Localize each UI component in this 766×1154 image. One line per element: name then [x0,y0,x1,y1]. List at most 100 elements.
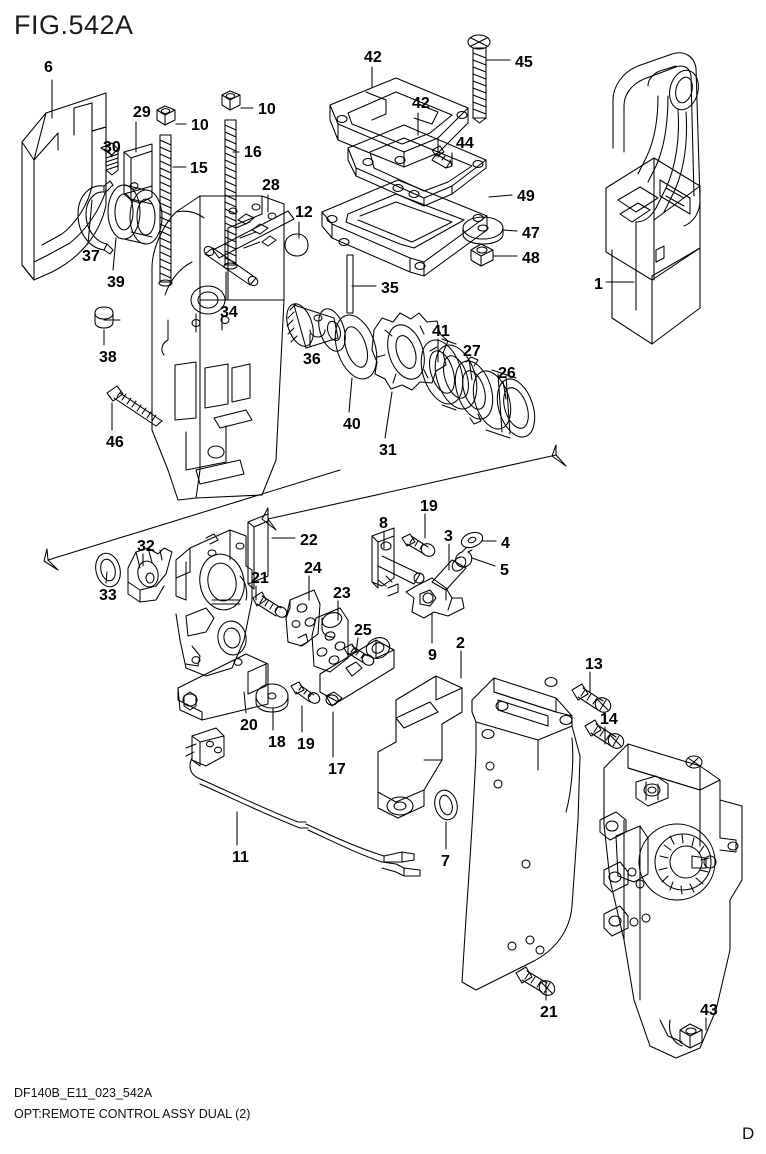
part-19-screw-upper [401,533,436,557]
part-45-screw [467,34,491,124]
part-callout-49[interactable]: 49 [517,188,535,205]
group-continuation-arrows [43,444,567,571]
part-callout-40[interactable]: 40 [343,416,361,433]
part-callout-45[interactable]: 45 [515,54,533,71]
part-1-control-handle [605,52,701,345]
part-5-clip [455,547,473,568]
part-callout-10[interactable]: 10 [191,117,209,134]
part-callout-30[interactable]: 30 [103,139,121,156]
part-callout-46[interactable]: 46 [106,434,124,451]
part-37-snap-ring [77,180,114,255]
part-callout-29[interactable]: 29 [133,104,151,121]
part-11-wire-harness [185,727,421,877]
part-callout-20[interactable]: 20 [240,717,258,734]
sheet-footer: DF140B_E11_023_542A OPT:REMOTE CONTROL A… [14,1083,250,1125]
part-callout-36[interactable]: 36 [303,351,321,368]
part-10-nut-left [156,105,176,126]
part-callout-11[interactable]: 11 [232,849,249,866]
part-callout-37[interactable]: 37 [82,248,100,265]
part-callout-14[interactable]: 14 [600,711,618,728]
part-callout-8[interactable]: 8 [379,515,388,532]
part-callout-33[interactable]: 33 [99,587,117,604]
part-35-rod [346,254,354,314]
part-48-nut [470,243,494,267]
part-callout-16[interactable]: 16 [244,144,262,161]
part-44-screw [431,145,453,169]
part-36-motor [286,303,346,352]
part-callout-3[interactable]: 3 [444,528,453,545]
part-callout-9[interactable]: 9 [428,647,437,664]
part-callout-47[interactable]: 47 [522,225,540,242]
part-callout-10[interactable]: 10 [258,101,276,118]
part-callout-24[interactable]: 24 [304,560,322,577]
part-callout-17[interactable]: 17 [328,761,346,778]
part-15-bolt [158,134,173,287]
part-25-screw [343,643,375,666]
part-32-clamp [127,547,173,603]
part-9-cam [405,577,465,619]
part-31-gear [371,312,449,391]
part-callout-31[interactable]: 31 [379,442,397,459]
part-callout-5[interactable]: 5 [500,562,509,579]
part-callout-43[interactable]: 43 [700,1002,718,1019]
part-39-bushing [107,184,163,245]
part-callout-19[interactable]: 19 [420,498,438,515]
part-callout-25[interactable]: 25 [354,622,372,639]
part-callout-18[interactable]: 18 [268,734,286,751]
part-43-nut [679,1023,703,1049]
part-callout-1[interactable]: 1 [594,276,603,293]
part-callout-44[interactable]: 44 [456,135,474,152]
part-callout-38[interactable]: 38 [99,349,117,366]
part-callout-39[interactable]: 39 [107,274,125,291]
part-22-plate [247,513,269,590]
part-callout-27[interactable]: 27 [463,343,481,360]
part-28-rod [212,210,295,259]
footer-description: OPT:REMOTE CONTROL ASSY DUAL (2) [14,1107,251,1121]
page-title: FIG.542A [14,10,134,40]
part-callout-7[interactable]: 7 [441,853,450,870]
part-callout-12[interactable]: 12 [295,204,313,221]
part-27-retainer [454,356,494,425]
part-40-shim [334,314,378,380]
part-3-shaft [431,556,467,591]
part-callout-13[interactable]: 13 [585,656,603,673]
part-callout-19[interactable]: 19 [297,736,315,753]
part-callout-35[interactable]: 35 [381,280,399,297]
part-callout-23[interactable]: 23 [333,585,351,602]
part-26-cap [472,369,536,439]
part-callout-21[interactable]: 21 [540,1004,558,1021]
part-4-washer [460,531,484,549]
part-callout-15[interactable]: 15 [190,160,208,177]
part-21-screw-upper [252,591,288,618]
part-callout-41[interactable]: 41 [432,323,450,340]
part-callout-26[interactable]: 26 [498,365,516,382]
part-13-screw [571,683,612,713]
lower-housing-body [175,529,253,677]
part-6-panel [21,92,107,281]
part-callout-42[interactable]: 42 [364,49,382,66]
part-47-washer [462,216,504,245]
part-34-pin [203,245,259,287]
part-callout-48[interactable]: 48 [522,250,540,267]
part-callout-32[interactable]: 32 [137,538,155,555]
part-callout-22[interactable]: 22 [300,532,318,549]
part-2-bracket [377,675,463,819]
part-callout-2[interactable]: 2 [456,635,465,652]
part-10-nut-right [221,90,241,111]
lower-left-cover [461,676,581,991]
part-46-screw [106,385,163,427]
part-callout-28[interactable]: 28 [262,177,280,194]
page-mark: D [742,1124,755,1143]
part-callout-42[interactable]: 42 [412,95,430,112]
part-callout-34[interactable]: 34 [220,304,238,321]
part-20-link [177,653,269,721]
part-42-frame-upper [329,77,469,168]
part-7-ring [434,789,458,821]
part-callout-4[interactable]: 4 [501,535,510,552]
part-30-screw [100,142,119,176]
part-callout-6[interactable]: 6 [44,59,53,76]
part-42-frame-lower [347,124,487,207]
part-callout-21[interactable]: 21 [251,570,269,587]
